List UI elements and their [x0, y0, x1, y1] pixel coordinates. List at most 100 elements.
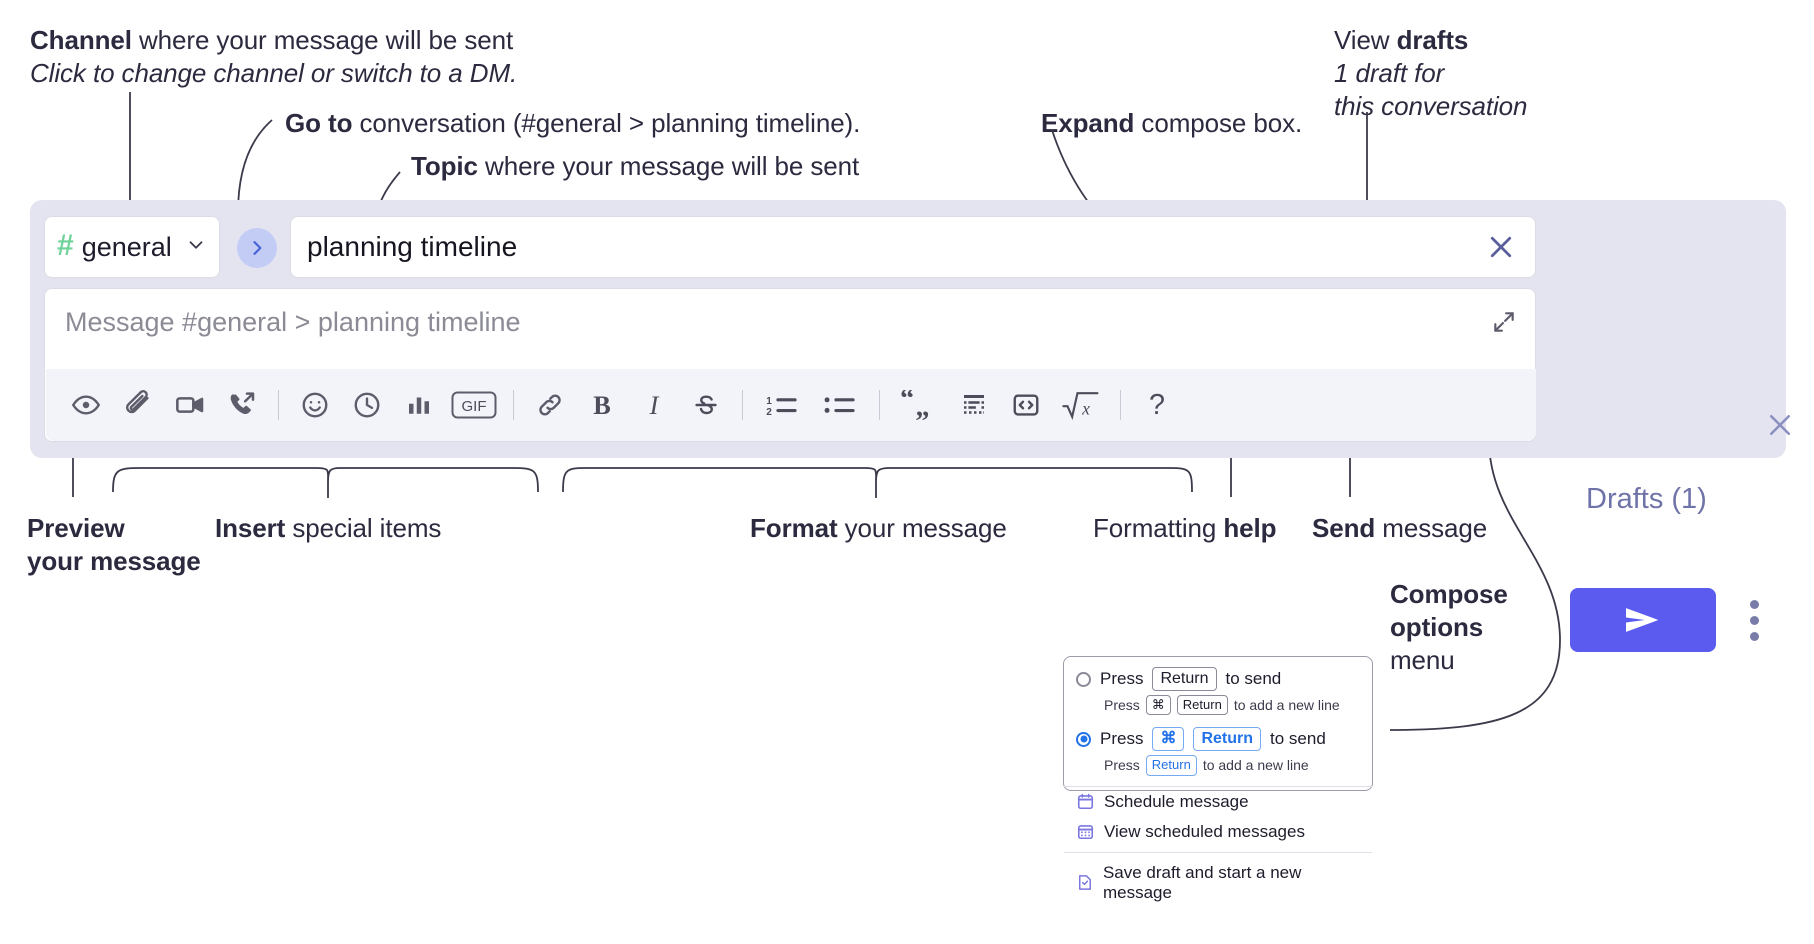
key-return-blue: Return: [1193, 727, 1262, 752]
annotation-preview: Preview your message: [27, 512, 201, 578]
strikethrough-button[interactable]: [680, 379, 732, 431]
clock-icon: [354, 392, 380, 418]
formatting-toolbar: GIF B I: [46, 369, 1536, 441]
ordered-list-icon: 1 2: [766, 396, 797, 418]
inline-code-icon: [1013, 394, 1039, 416]
hash-icon: #: [57, 228, 74, 262]
calendar-schedule-icon: [1077, 793, 1094, 810]
separator-5: [1120, 390, 1121, 420]
bold-button[interactable]: B: [576, 379, 628, 431]
menu-item-schedule-message[interactable]: Schedule message: [1064, 787, 1372, 817]
bold-icon: B: [593, 391, 611, 420]
expand-compose-button[interactable]: [1485, 303, 1523, 341]
svg-text:2: 2: [766, 407, 772, 418]
annotation-help: Formatting help: [1093, 512, 1277, 545]
kebab-menu-icon-dot-1: [1749, 599, 1759, 609]
inline-code-button[interactable]: [1000, 379, 1052, 431]
send-button[interactable]: [1570, 588, 1716, 652]
gif-button[interactable]: GIF: [445, 379, 503, 431]
annotation-compose-options: Compose options menu: [1390, 578, 1508, 676]
close-panel-button[interactable]: [1760, 405, 1800, 445]
menu-item-save-draft[interactable]: Save draft and start a new message: [1064, 858, 1372, 908]
drafts-link[interactable]: Drafts (1): [1586, 483, 1707, 515]
channel-selector[interactable]: # general: [44, 216, 220, 278]
compose-options-button[interactable]: [1737, 592, 1771, 648]
save-draft-icon: [1078, 875, 1091, 890]
menu-option-cmd-sub: Press Return to add a new line: [1064, 751, 1372, 776]
annotation-expand-rest: compose box.: [1134, 108, 1303, 138]
annotation-drafts-plain: View: [1334, 25, 1397, 55]
svg-text:B: B: [593, 391, 611, 420]
help-button[interactable]: ?: [1131, 379, 1183, 431]
poll-icon: [409, 397, 429, 414]
video-icon: [176, 397, 204, 413]
math-icon: x: [1062, 392, 1099, 421]
italic-button[interactable]: I: [628, 379, 680, 431]
menu-option-cmd-return[interactable]: Press ⌘ Return to send: [1064, 715, 1372, 752]
annotation-channel-bold: Channel: [30, 25, 132, 55]
help-icon: ?: [1149, 390, 1165, 420]
annotation-compose-options-line2: options: [1390, 611, 1484, 642]
annotation-topic-rest: where your message will be sent: [477, 151, 860, 181]
key-command-blue: ⌘: [1152, 727, 1185, 752]
ordered-list-button[interactable]: 1 2: [753, 379, 811, 431]
annotation-send-bold: Send: [1312, 513, 1376, 543]
svg-text:„: „: [915, 392, 929, 420]
menu-item-label: View scheduled messages: [1104, 821, 1305, 841]
svg-text:GIF: GIF: [462, 398, 487, 415]
option-return-sub-press: Press: [1104, 697, 1140, 714]
separator-4: [879, 390, 880, 420]
annotation-format-rest: your message: [837, 513, 1007, 543]
annotation-goto-bold: Go to: [285, 108, 353, 138]
topic-input[interactable]: planning timeline: [290, 216, 1536, 278]
menu-option-return[interactable]: Press Return to send: [1064, 657, 1372, 691]
attachment-button[interactable]: [112, 379, 164, 431]
annotation-goto: Go to conversation (#general > planning …: [285, 107, 860, 140]
code-block-button[interactable]: [948, 379, 1000, 431]
math-button[interactable]: x: [1052, 379, 1110, 431]
goto-conversation-button[interactable]: [237, 228, 277, 268]
annotation-preview-line2: your message: [27, 545, 201, 576]
chevron-right-icon: [253, 241, 262, 255]
annotation-format-bold: Format: [750, 513, 838, 543]
poll-button[interactable]: [393, 379, 445, 431]
audio-call-button[interactable]: [216, 379, 268, 431]
message-placeholder: Message #general > planning timeline: [65, 307, 521, 337]
annotation-send: Send message: [1312, 512, 1487, 545]
preview-button[interactable]: [60, 379, 112, 431]
annotation-drafts-line3: this conversation: [1334, 90, 1528, 121]
key-return-blue-sub: Return: [1145, 755, 1197, 776]
emoji-button[interactable]: [289, 379, 341, 431]
annotation-help-plain: Formatting: [1093, 513, 1224, 543]
radio-cmd-return[interactable]: [1076, 731, 1091, 747]
code-block-icon: [964, 395, 984, 414]
annotation-expand-bold: Expand: [1041, 108, 1135, 138]
italic-icon: I: [649, 391, 660, 420]
clock-button[interactable]: [341, 379, 393, 431]
expand-diagonal-icon: [1494, 312, 1514, 332]
svg-text:x: x: [1081, 398, 1090, 418]
compose-panel: Drafts (1) # general planning timeline: [30, 200, 1790, 652]
blockquote-button[interactable]: “ „: [890, 379, 948, 431]
menu-divider-2: [1064, 851, 1372, 853]
separator-1: [278, 390, 279, 420]
video-button[interactable]: [164, 379, 216, 431]
menu-item-view-scheduled[interactable]: View scheduled messages: [1064, 817, 1372, 847]
bulleted-list-button[interactable]: [811, 379, 869, 431]
clear-topic-button[interactable]: [1483, 229, 1519, 265]
key-return-sub: Return: [1176, 695, 1228, 716]
gif-icon: GIF: [451, 391, 497, 419]
compose-options-menu[interactable]: Press Return to send Press ⌘ Return to a…: [1063, 656, 1373, 902]
radio-return[interactable]: [1076, 671, 1091, 687]
svg-text:1: 1: [766, 396, 772, 407]
menu-item-label: Schedule message: [1104, 791, 1249, 811]
chevron-down-icon: [185, 234, 207, 261]
annotation-preview-bold: Preview: [27, 513, 125, 543]
link-button[interactable]: [524, 379, 576, 431]
blockquote-icon: “ „: [900, 390, 929, 420]
annotation-drafts-bold: drafts: [1396, 25, 1469, 55]
audio-call-icon: [230, 392, 255, 415]
message-input[interactable]: Message #general > planning timeline: [44, 288, 1536, 442]
annotation-drafts-line2: 1 draft for: [1334, 57, 1445, 88]
